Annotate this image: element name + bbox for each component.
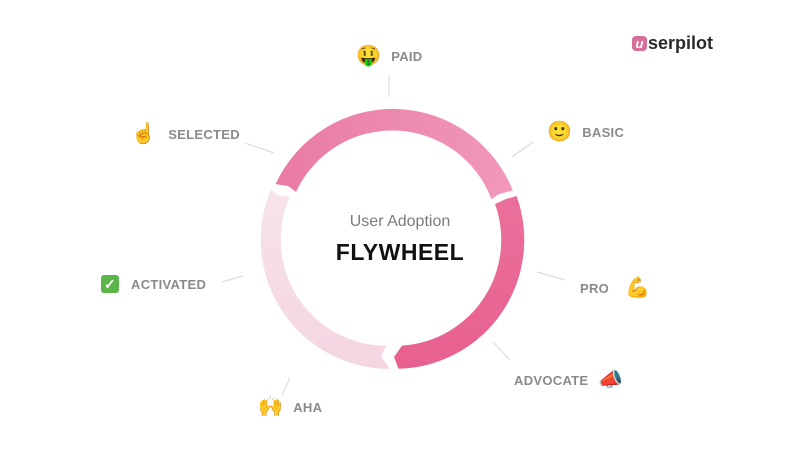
index-pointing-up-icon: ☝ [131, 123, 157, 145]
megaphone-icon: 📣 [598, 369, 624, 391]
stage-selected: ☝ SELECTED [131, 124, 240, 144]
stage-pro: PRO 💪 [580, 278, 650, 298]
segment-top [275, 108, 513, 200]
connector-lines [221, 75, 566, 396]
stage-label: BASIC [582, 124, 625, 140]
stage-activated: ✓ ACTIVATED [101, 275, 206, 293]
stage-aha: 🙌 AHA [258, 397, 322, 417]
flexed-biceps-icon: 💪 [625, 277, 651, 299]
stage-label: SELECTED [168, 126, 240, 142]
check-mark-button-icon: ✓ [101, 275, 119, 293]
money-mouth-face-icon: 🤑 [356, 45, 382, 67]
logo-text: serpilot [648, 33, 714, 53]
stage-basic: 🙂 BASIC [547, 122, 624, 142]
stage-label: PAID [391, 48, 423, 64]
stage-label: ACTIVATED [131, 276, 207, 292]
stage-paid: 🤑 PAID [356, 46, 423, 66]
center-title: FLYWHEEL [335, 239, 465, 265]
stage-label: PRO [580, 280, 610, 296]
stage-label: ADVOCATE [514, 372, 589, 388]
userpilot-logo: u serpilot [632, 33, 713, 54]
segment-left [260, 190, 390, 369]
center-subtitle: User Adoption [349, 213, 451, 230]
raising-hands-icon: 🙌 [258, 396, 284, 418]
slightly-smiling-face-icon: 🙂 [547, 121, 573, 143]
segment-right [394, 196, 525, 369]
logo-mark: u [632, 36, 647, 51]
stage-advocate: ADVOCATE 📣 [514, 370, 624, 390]
stage-label: AHA [293, 399, 323, 415]
